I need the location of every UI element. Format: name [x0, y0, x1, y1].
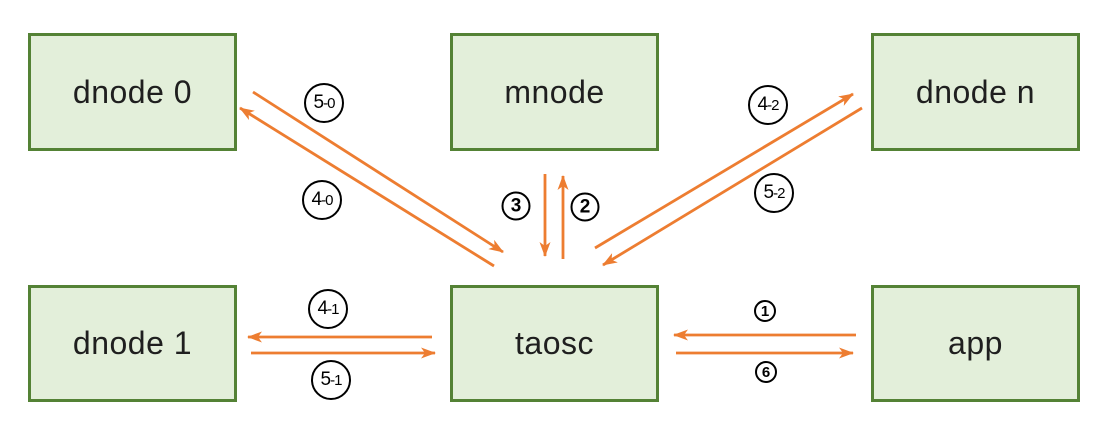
arrow-dnode0-to-taosc — [252, 90, 504, 254]
node-taosc: taosc — [450, 285, 659, 402]
edge-label-5-0: 5-0 — [304, 83, 344, 123]
arrow-taosc-to-dnoden — [594, 92, 854, 250]
edge-label-3: 3 — [501, 191, 531, 221]
edge-label-4-2: 4-2 — [748, 85, 788, 125]
edge-label-5-2: 5-2 — [754, 173, 794, 213]
node-mnode: mnode — [450, 33, 659, 151]
node-dnoden: dnode n — [871, 33, 1080, 151]
edge-label-1: 1 — [754, 300, 776, 322]
node-dnode1: dnode 1 — [28, 285, 237, 402]
arrow-taosc-to-dnode0 — [239, 106, 495, 268]
node-dnode0: dnode 0 — [28, 33, 237, 151]
edge-label-4-0: 4-0 — [302, 180, 342, 220]
edge-label-5-1: 5-1 — [311, 360, 351, 400]
arrow-dnoden-to-taosc — [602, 106, 863, 267]
edge-label-4-1: 4-1 — [308, 289, 348, 329]
edge-label-2: 2 — [570, 192, 600, 222]
node-app: app — [871, 285, 1080, 402]
edge-label-6: 6 — [755, 361, 777, 383]
